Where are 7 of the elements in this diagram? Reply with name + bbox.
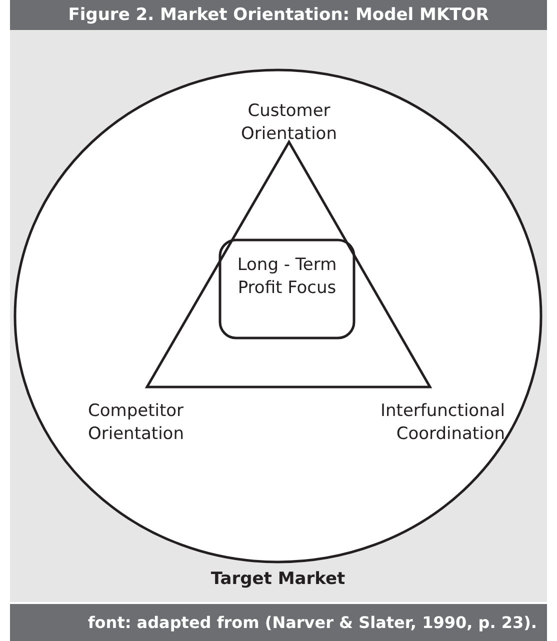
vertex-label: Competitor Orientation: [88, 400, 185, 446]
caption: font: adapted from (Narver & Slater, 1990, p. 23).: [10, 604, 547, 641]
vertex-label: Interfunctional Coordination: [380, 400, 505, 446]
region-label: Target Market: [210, 568, 346, 591]
title: Figure 2. Market Orientation: Model MKTOR: [10, 0, 547, 30]
vertex-label: Customer Orientation: [240, 100, 338, 146]
box-label: Long - Term Profit Focus: [236, 254, 338, 300]
